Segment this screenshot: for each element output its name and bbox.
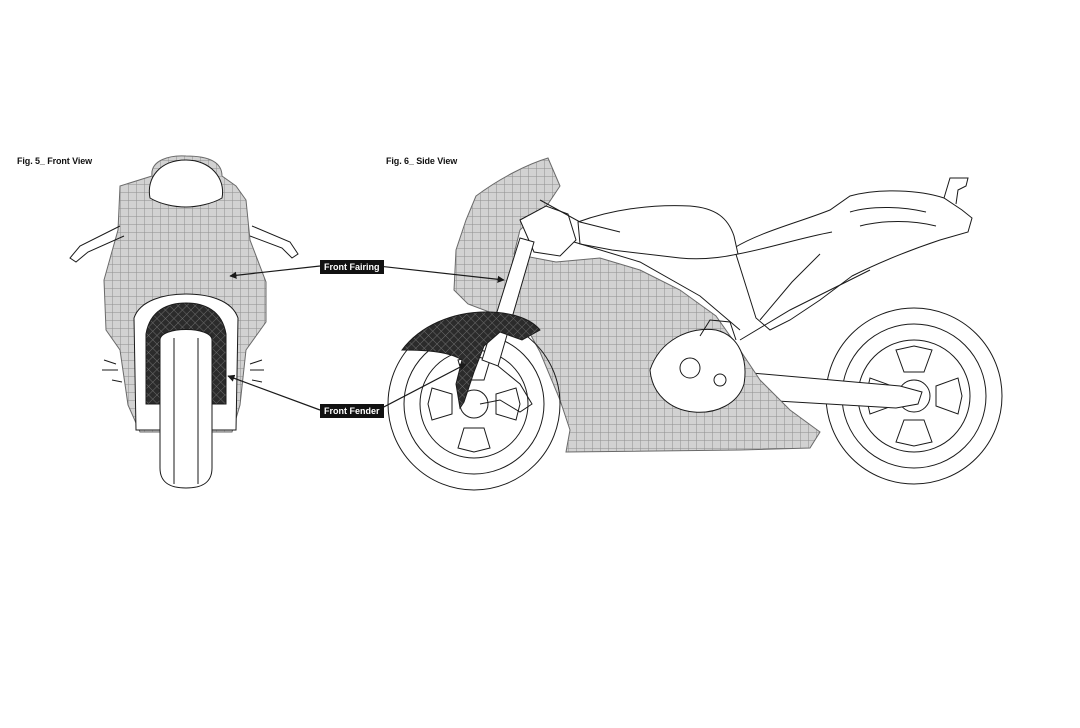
side-view-caption: Fig. 6_ Side View xyxy=(386,156,458,166)
front-fairing-label: Front Fairing xyxy=(320,260,384,274)
leader-fender-front xyxy=(227,374,321,411)
leader-fender-side xyxy=(377,363,467,411)
leader-fairing-side xyxy=(377,265,505,283)
left-handlebar xyxy=(69,225,125,263)
front-view-caption: Fig. 5_ Front View xyxy=(17,156,93,166)
leader-fairing-front xyxy=(229,265,321,279)
callout-leaders xyxy=(227,265,505,411)
fuel-tank xyxy=(577,205,739,260)
side-view xyxy=(387,157,1003,491)
front-fender-side-view xyxy=(400,311,541,410)
tail-section xyxy=(733,190,973,331)
windscreen-front-view xyxy=(148,159,224,208)
front-view xyxy=(69,155,299,489)
front-fender-label: Front Fender xyxy=(320,404,384,418)
right-handlebar xyxy=(249,225,299,259)
engine xyxy=(649,328,746,413)
front-tyre-front-view xyxy=(159,329,213,489)
